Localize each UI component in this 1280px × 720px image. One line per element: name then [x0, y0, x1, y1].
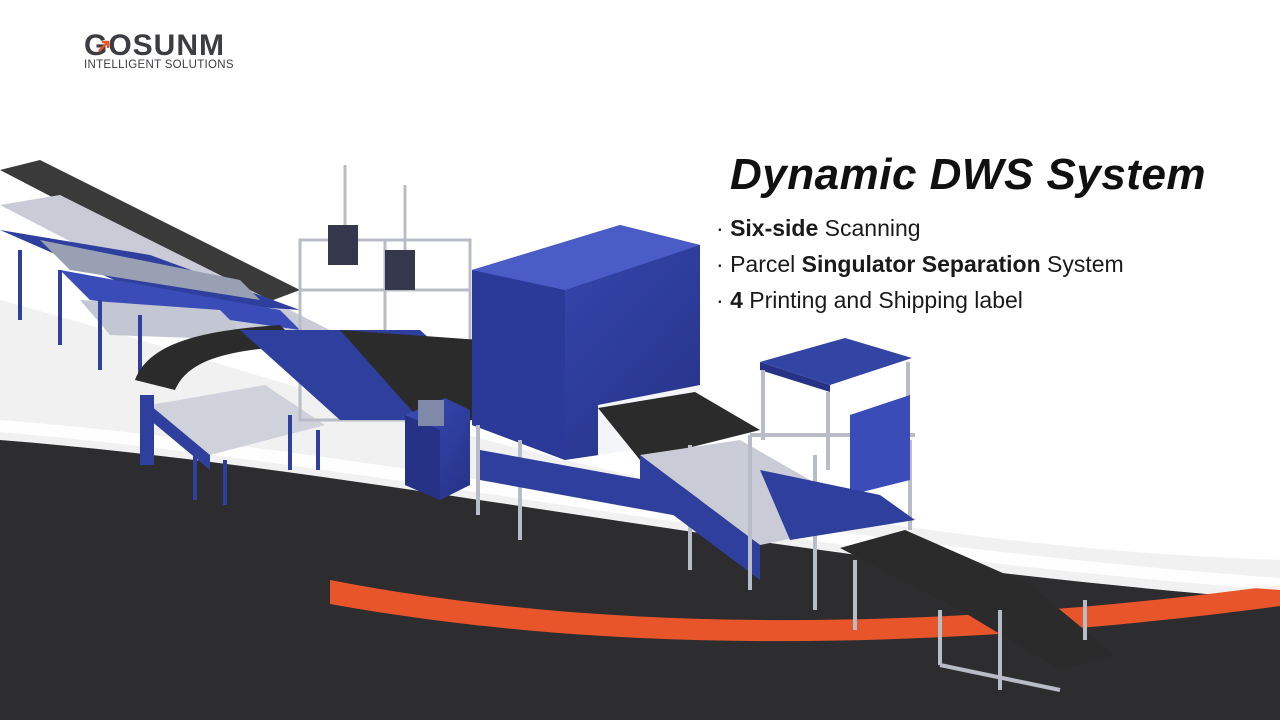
feature-item: · Six-side Scanning: [716, 215, 921, 241]
scanner-head-1: [328, 225, 358, 265]
brand-logo: GOSUNM INTELLIGENT SOLUTIONS: [84, 30, 264, 74]
output-conveyor: [840, 530, 1115, 692]
control-cabinet: [405, 398, 470, 500]
brand-tagline: INTELLIGENT SOLUTIONS: [84, 59, 234, 71]
dws-tunnel: [472, 225, 760, 460]
feature-item: · Parcel Singulator Separation System: [716, 251, 1124, 277]
feature-list: · Six-side Scanning · Parcel Singulator …: [716, 210, 1124, 318]
page-title: Dynamic DWS System: [730, 150, 1207, 199]
roller-conveyors-left: [0, 160, 330, 505]
printer-station: [748, 338, 915, 630]
dark-band: [0, 440, 1280, 720]
feature-item: · 4 Printing and Shipping label: [716, 287, 1023, 313]
arrow-icon: [98, 40, 110, 52]
scanner-head-2: [385, 250, 415, 290]
